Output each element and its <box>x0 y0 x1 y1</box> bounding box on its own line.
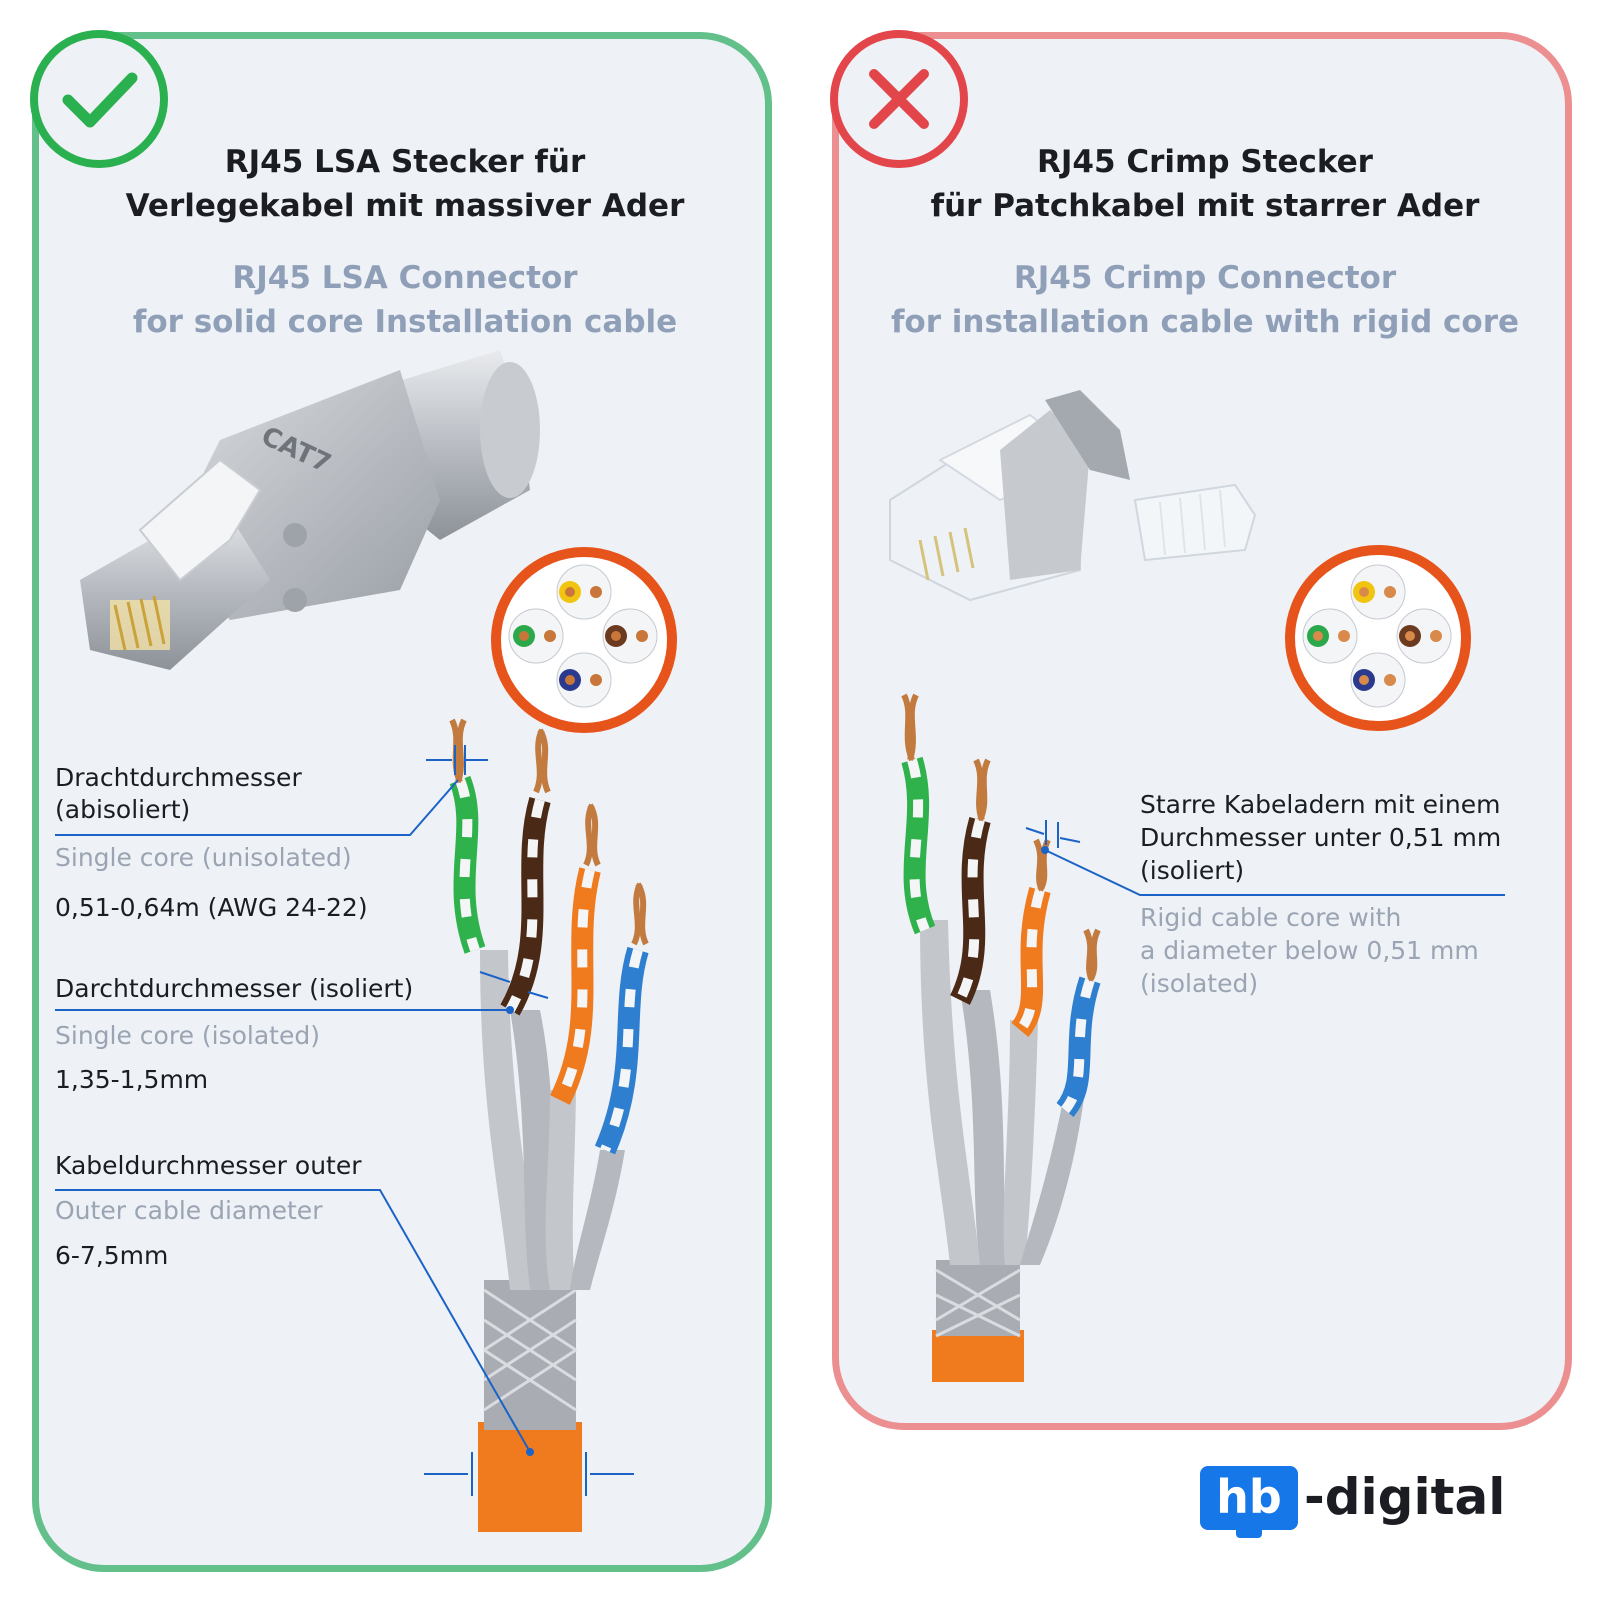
checkmark-icon <box>62 72 138 128</box>
logo-mark: hb <box>1200 1466 1298 1530</box>
outer-diameter-value: 6-7,5mm <box>55 1241 169 1270</box>
insulated-diameter-value: 1,35-1,5mm <box>55 1065 209 1094</box>
left-title: RJ45 LSA Stecker für Verlegekabel mit ma… <box>125 144 685 224</box>
left-subtitle: RJ45 LSA Connector for solid core Instal… <box>132 260 678 340</box>
rigid-core-cable-image <box>901 693 1101 1382</box>
wire-label-de: Drachtdurchmesser (abisoliert) <box>55 763 302 824</box>
logo-wordmark: -digital <box>1304 1468 1506 1526</box>
wire-diameter-value: 0,51-0,64m (AWG 24-22) <box>55 893 368 922</box>
lsa-connector-image: CAT7 <box>80 350 540 670</box>
measurement-lines <box>55 745 634 1496</box>
right-title: RJ45 Crimp Stecker für Patchkabel mit st… <box>930 144 1480 224</box>
cable-cross-section <box>491 547 677 733</box>
good-panel <box>32 32 772 1572</box>
right-subtitle: RJ45 Crimp Connector for installation ca… <box>890 260 1520 340</box>
outer-label-en: Outer cable diameter <box>55 1196 323 1225</box>
insulated-label-de: Darchtdurchmesser (isoliert) <box>55 974 414 1003</box>
checkmark-badge <box>30 30 168 168</box>
outer-label-de: Kabeldurchmesser outer <box>55 1151 362 1180</box>
solid-core-cable-image <box>449 718 649 1532</box>
rigid-label-en: Rigid cable core with a diameter below 0… <box>1140 903 1479 998</box>
insulated-label-en: Single core (isolated) <box>55 1021 320 1050</box>
wire-label-en: Single core (unisolated) <box>55 843 352 872</box>
rigid-label-de: Starre Kabeladern mit einem Durchmesser … <box>1140 790 1502 885</box>
cross-badge <box>830 30 968 168</box>
stranded-cross-section <box>1285 545 1471 731</box>
crimp-connector-image <box>889 390 1257 602</box>
logo-stand <box>1236 1530 1262 1538</box>
cross-icon <box>869 69 929 129</box>
hb-digital-logo: hb -digital <box>1200 1462 1550 1542</box>
